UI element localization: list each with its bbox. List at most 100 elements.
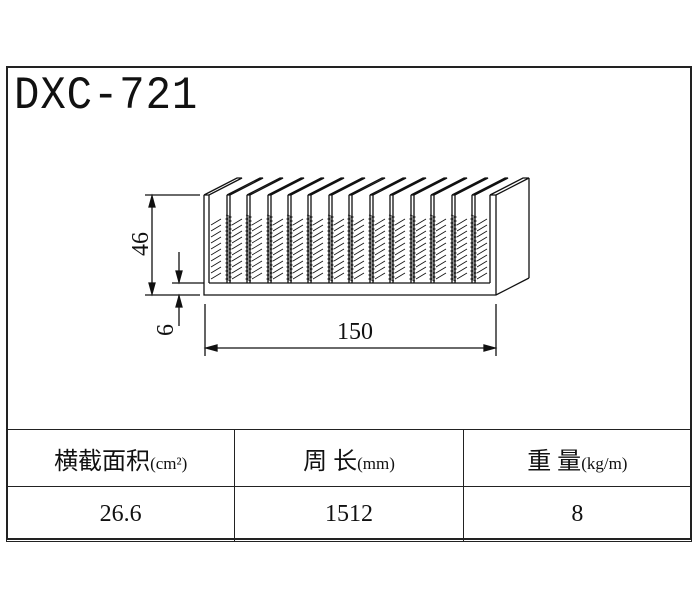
hatch-line (251, 260, 263, 268)
hatch-line (374, 230, 386, 238)
fin-serration (387, 214, 396, 282)
hatch-line (272, 218, 284, 226)
hatch-line (312, 272, 324, 280)
dimension-base: 6 (153, 252, 204, 336)
fin-top (226, 177, 264, 196)
hatch-line (231, 236, 243, 244)
hatch-line (272, 224, 284, 232)
fin-serration (305, 214, 314, 282)
hatch-line (231, 224, 243, 232)
hatch-line (394, 236, 406, 244)
hatch-line (394, 272, 406, 280)
hatch-line (374, 254, 386, 262)
hatch-line (251, 224, 263, 232)
hatch-line (312, 266, 324, 274)
hatch-line (312, 224, 324, 232)
hatch-line (292, 248, 304, 256)
hatch-line (353, 254, 365, 262)
hatch-line (272, 230, 284, 238)
hatch-line (374, 224, 386, 232)
hatch-line (231, 272, 243, 280)
hatch-line (210, 254, 222, 262)
hatch-line (231, 254, 243, 262)
hatch-line (435, 218, 447, 226)
heatsink-outline (203, 177, 530, 296)
fin-top (369, 177, 407, 196)
hatch-line (251, 230, 263, 238)
hatch-line (251, 218, 263, 226)
hatch-line (353, 272, 365, 280)
dimension-base-label: 6 (153, 324, 179, 336)
hatch-line (333, 236, 345, 244)
hatch-line (476, 218, 488, 226)
value-perimeter: 1512 (234, 486, 464, 542)
hatch-line (435, 266, 447, 274)
value-cross-section-area: 26.6 (5, 486, 236, 542)
hatch-line (353, 242, 365, 250)
header-perimeter: 周 长(mm) (234, 429, 464, 487)
hatch-line (394, 254, 406, 262)
fin-top (430, 177, 468, 196)
header-weight: 重 量(kg/m) (462, 429, 693, 487)
fin-serration (346, 214, 355, 282)
hatch-line (435, 236, 447, 244)
hatch-line (353, 260, 365, 268)
hatch-line (415, 242, 427, 250)
hatch-line (476, 272, 488, 280)
hatch-line (456, 260, 468, 268)
fin-serration (367, 214, 376, 282)
hatch-line (435, 242, 447, 250)
hatch-line (415, 254, 427, 262)
hatch-line (415, 266, 427, 274)
hatch-line (312, 248, 324, 256)
hatch-line (456, 224, 468, 232)
hatch-line (312, 254, 324, 262)
hatch-line (374, 242, 386, 250)
hatch-line (415, 272, 427, 280)
hatch-line (312, 218, 324, 226)
hatch-line (353, 224, 365, 232)
hatch-line (456, 230, 468, 238)
hatch-line (210, 272, 222, 280)
fin-serration (244, 214, 253, 282)
hatch-line (394, 260, 406, 268)
fin-top (410, 177, 448, 196)
hatch-line (292, 272, 304, 280)
fin-top (489, 177, 530, 196)
hatch-line (272, 254, 284, 262)
fin-top (287, 177, 325, 196)
fin-top (203, 177, 243, 196)
hatch-line (353, 266, 365, 274)
hatch-line (435, 254, 447, 262)
hatch-line (394, 266, 406, 274)
hatch-line (456, 242, 468, 250)
hatch-line (476, 236, 488, 244)
hatch-line (292, 230, 304, 238)
hatch-line (333, 260, 345, 268)
hatch-line (272, 248, 284, 256)
hatch-line (415, 236, 427, 244)
fin-top (451, 177, 489, 196)
hatch-line (353, 230, 365, 238)
hatch-line (394, 218, 406, 226)
hatch-line (292, 260, 304, 268)
hatch-line (231, 266, 243, 274)
model-title: DXC-721 (14, 70, 199, 122)
hatch-line (333, 266, 345, 274)
hatch-line (292, 254, 304, 262)
fin-serration (428, 214, 437, 282)
value-weight: 8 (462, 486, 693, 542)
hatch-line (251, 254, 263, 262)
hatch-line (251, 236, 263, 244)
hatch-line (312, 236, 324, 244)
fin-serration (469, 214, 478, 282)
fin-top (471, 177, 509, 196)
fin-top (267, 177, 305, 196)
hatch-line (476, 260, 488, 268)
heatsink-base (203, 195, 530, 296)
hatch-line (374, 236, 386, 244)
hatch-line (476, 248, 488, 256)
hatch-line (292, 266, 304, 274)
hatch-line (394, 230, 406, 238)
